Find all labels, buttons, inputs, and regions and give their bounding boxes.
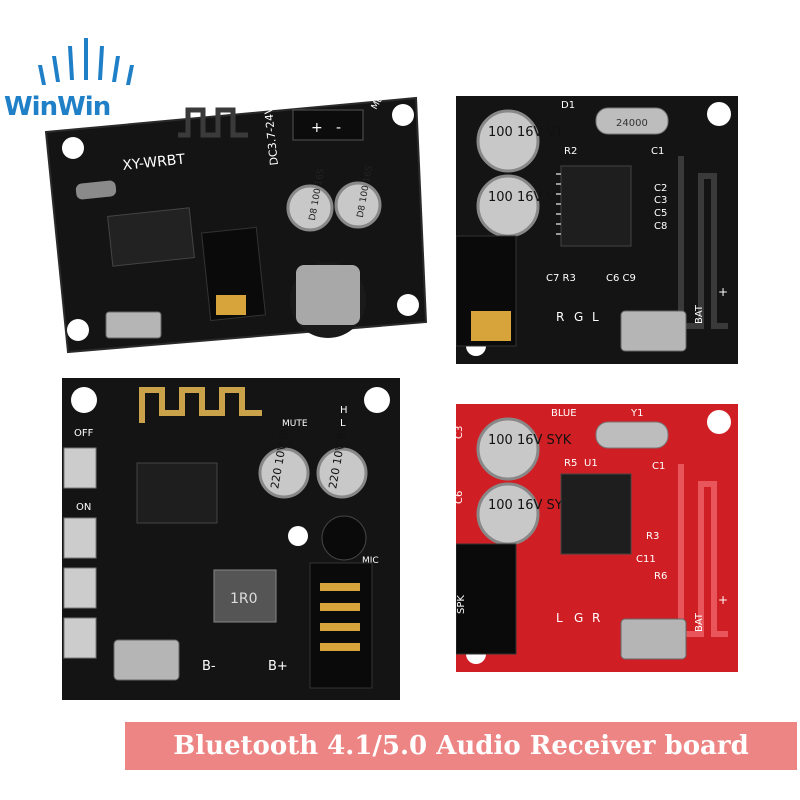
svg-text:C1: C1 (652, 461, 665, 472)
svg-text:C6: C6 (456, 491, 465, 504)
svg-text:L: L (592, 310, 599, 324)
svg-text:1R0: 1R0 (230, 591, 258, 607)
svg-text:+: + (718, 285, 728, 299)
svg-text:R2: R2 (564, 146, 577, 157)
svg-text:BLUE: BLUE (551, 408, 577, 419)
svg-text:B+: B+ (268, 659, 288, 674)
svg-text:+: + (718, 593, 728, 607)
svg-text:MIC: MIC (362, 556, 379, 566)
svg-text:U1: U1 (584, 458, 598, 469)
logo-text: WinWin (4, 92, 111, 122)
svg-text:-: - (336, 120, 341, 136)
board-black-straight: 100 16V VT 100 16V VT 24000 D1 R2 C1 C2 … (456, 96, 738, 364)
svg-text:C3: C3 (654, 195, 667, 206)
svg-text:R3: R3 (646, 531, 659, 542)
svg-text:L: L (556, 611, 563, 625)
voltage-label: DC3.7-24V (262, 105, 281, 166)
svg-text:MUTE: MUTE (282, 419, 308, 429)
svg-text:R5: R5 (564, 458, 577, 469)
svg-text:+: + (311, 120, 323, 136)
svg-text:100 16V SYK: 100 16V SYK (488, 498, 572, 513)
svg-text:ON: ON (76, 502, 91, 513)
svg-text:24000: 24000 (616, 118, 648, 129)
winwin-logo-icon (38, 38, 134, 85)
svg-text:H: H (340, 405, 348, 416)
svg-text:C7 R3: C7 R3 (546, 273, 576, 284)
svg-text:OFF: OFF (74, 428, 94, 439)
svg-text:C2: C2 (654, 183, 667, 194)
product-title-banner: Bluetooth 4.1/5.0 Audio Receiver board (125, 722, 797, 770)
svg-text:100 16V VT: 100 16V VT (488, 125, 563, 140)
model-label: XY-WRBT (122, 151, 186, 174)
board-xy-wrbt: XY-WRBT DC3.7-24V + - Mute D8 100 16S D8… (44, 90, 428, 354)
svg-text:R: R (556, 310, 564, 324)
svg-text:C3: C3 (456, 426, 465, 439)
svg-text:G: G (574, 611, 583, 625)
svg-text:D1: D1 (561, 100, 575, 111)
banner-text: Bluetooth 4.1/5.0 Audio Receiver board (173, 731, 749, 761)
svg-text:C8: C8 (654, 221, 667, 232)
svg-text:SPK: SPK (456, 595, 467, 614)
svg-text:100 16V SYK: 100 16V SYK (488, 433, 572, 448)
svg-text:100 16V VT: 100 16V VT (488, 190, 563, 205)
svg-text:G: G (574, 310, 583, 324)
svg-text:C6 C9: C6 C9 (606, 273, 636, 284)
svg-text:R: R (592, 611, 600, 625)
svg-text:R6: R6 (654, 571, 667, 582)
board-red: 100 16V SYK 100 16V SYK BLUE Y1 C3 R5 U1… (456, 404, 738, 672)
board-black-mic: OFF ON 220 10V RVT 220 10V RVT H L MUTE … (62, 378, 400, 700)
svg-text:L: L (340, 418, 346, 429)
svg-text:C11: C11 (636, 554, 656, 565)
svg-text:BAT: BAT (694, 612, 705, 632)
svg-text:Y1: Y1 (630, 408, 643, 419)
svg-text:BAT: BAT (694, 304, 705, 324)
svg-text:C1: C1 (651, 146, 664, 157)
svg-text:C5: C5 (654, 208, 667, 219)
svg-text:B-: B- (202, 659, 216, 674)
